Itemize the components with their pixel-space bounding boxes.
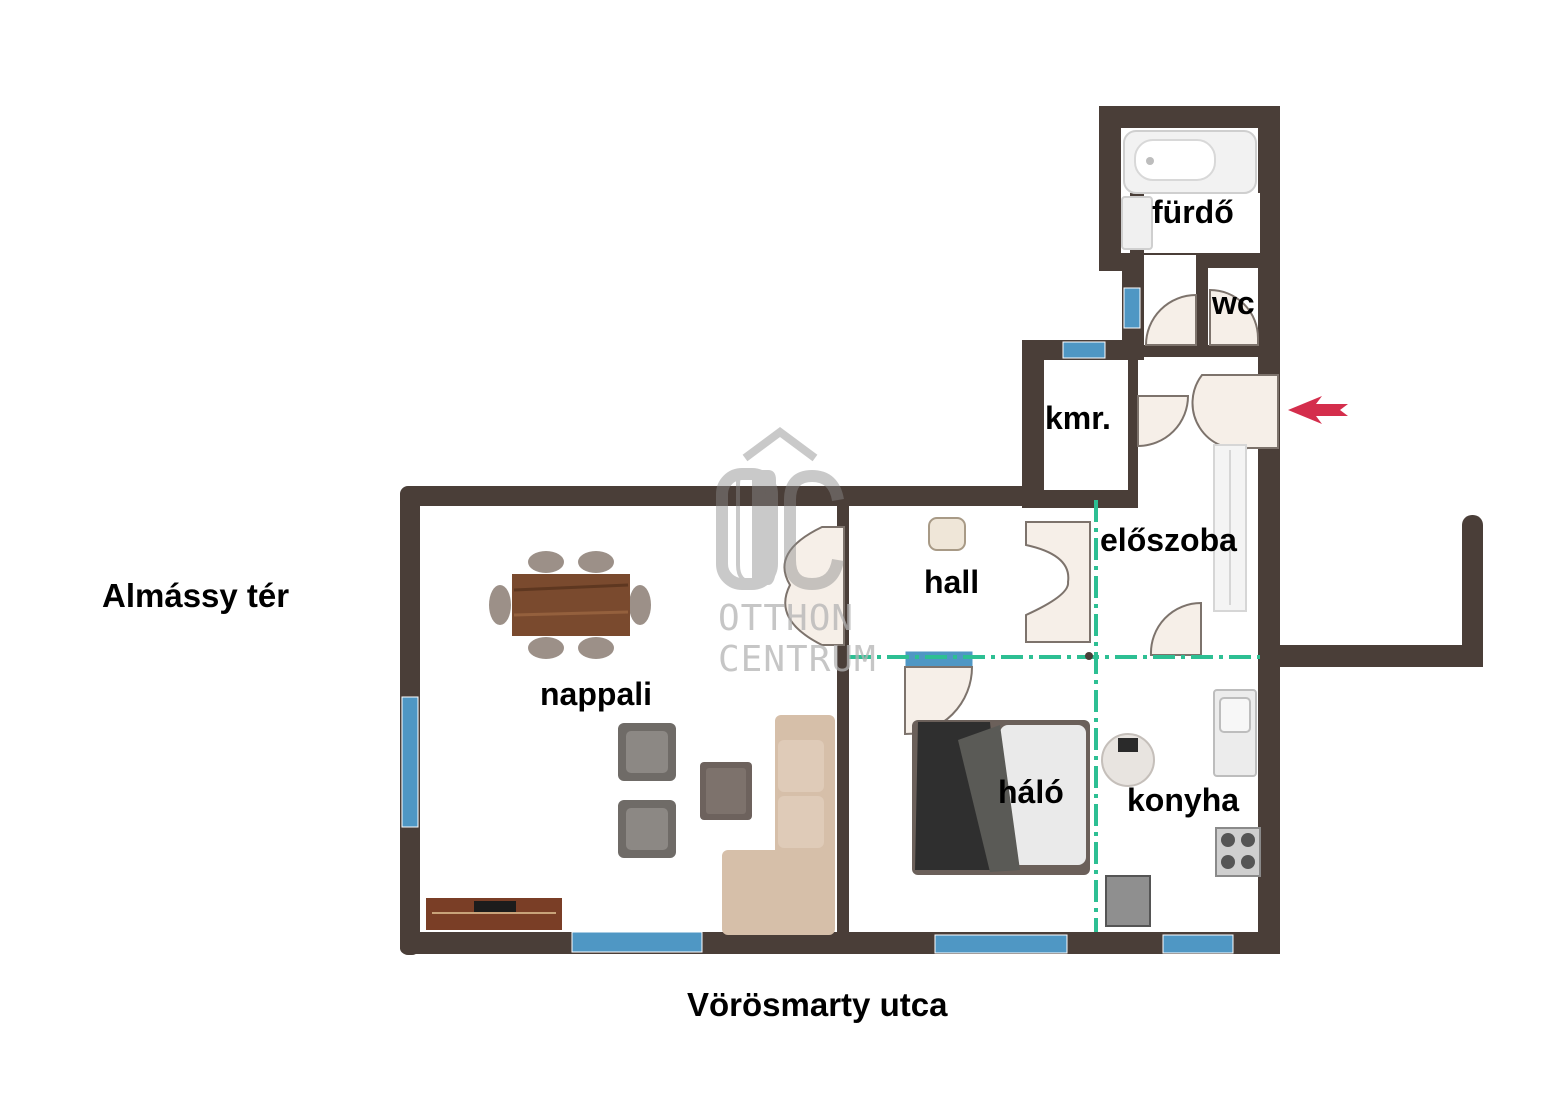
bathtub — [1123, 130, 1257, 194]
door-wc — [1209, 288, 1259, 346]
ottoman — [700, 762, 752, 820]
room-label-nappali: nappali — [540, 676, 653, 712]
room-label-konyha: konyha — [1127, 782, 1240, 818]
sink-bathroom — [1121, 196, 1153, 250]
room-label-wc: wc — [1212, 285, 1255, 321]
street-label-bottom: Vörösmarty utca — [687, 986, 948, 1023]
room-label-kamra: kmr. — [1045, 400, 1111, 436]
door-bathroom — [1144, 293, 1197, 346]
round-table-konyha — [1101, 733, 1155, 787]
door-kamra — [1137, 395, 1190, 448]
logo-line-1: OTTHON — [718, 598, 855, 639]
fridge — [1105, 875, 1151, 927]
chair-hall — [928, 517, 966, 551]
door-hall-eloszoba — [1025, 521, 1091, 643]
zone-dividers — [849, 500, 1260, 932]
room-label-halo: háló — [998, 774, 1064, 810]
wardrobe-eloszoba — [1213, 444, 1247, 612]
door-nappali-hall — [783, 526, 845, 646]
entrance-arrow-icon — [1288, 396, 1348, 424]
dining-set — [489, 551, 651, 659]
bath-floor-2 — [1144, 193, 1260, 253]
logo-line-2: CENTRUM — [718, 639, 877, 680]
room-label-hall: hall — [924, 564, 980, 600]
stove — [1215, 827, 1261, 877]
room-label-eloszoba: előszoba — [1100, 522, 1237, 558]
tv-stand — [426, 898, 562, 930]
otthon-centrum-logo — [716, 427, 844, 591]
wc-top-wall — [1196, 255, 1260, 268]
windows — [401, 287, 1234, 954]
sink-konyha — [1213, 689, 1257, 777]
doors — [783, 288, 1279, 736]
street-label-left: Almássy tér — [102, 577, 290, 614]
bed — [912, 720, 1090, 875]
armchairs — [618, 723, 676, 858]
sofa — [722, 715, 835, 935]
room-label-furdo: fürdő — [1152, 194, 1234, 230]
door-konyha — [1149, 601, 1202, 656]
